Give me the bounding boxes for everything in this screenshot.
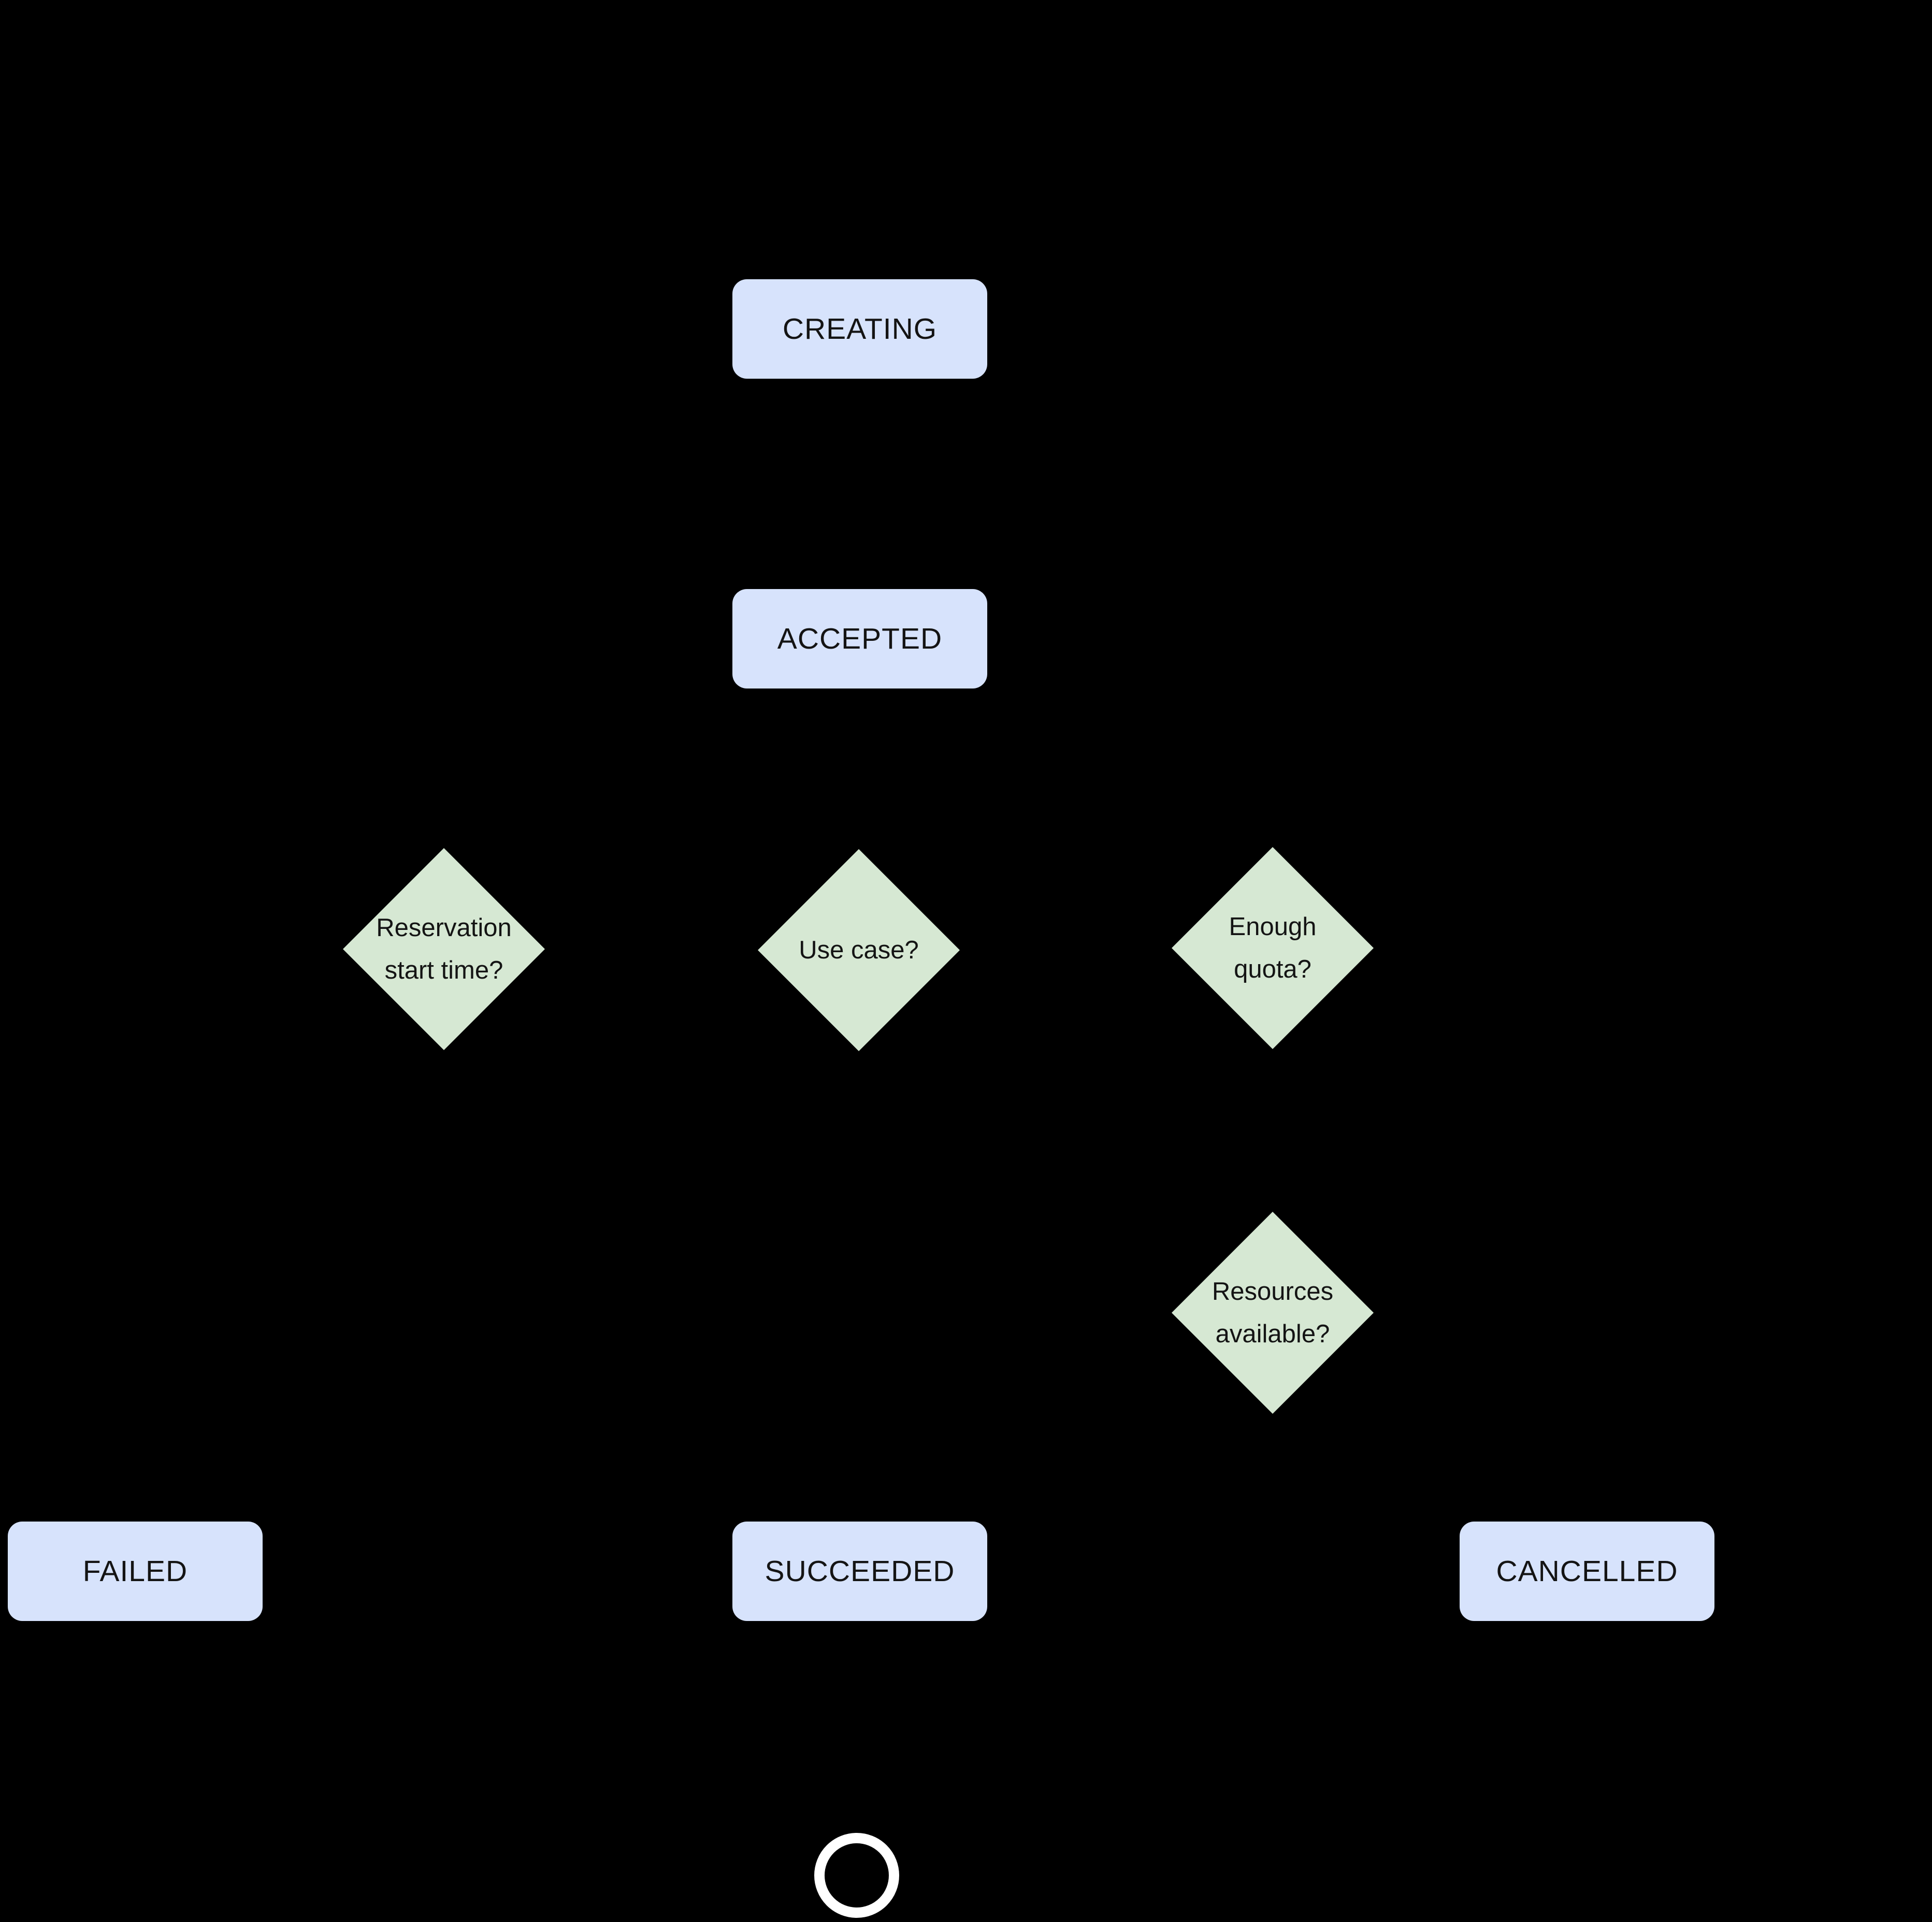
decision-label-line: Resources [1212, 1278, 1334, 1306]
decision-label-line: Enough [1229, 913, 1317, 941]
state-node-accepted: ACCEPTED [732, 589, 987, 689]
state-node-succeeded: SUCCEEDED [732, 1522, 987, 1621]
state-node-failed: FAILED [8, 1522, 263, 1621]
decision-label-line: available? [1215, 1320, 1330, 1348]
decision-label-line: Reservation [376, 914, 512, 942]
final-state-circle-icon [814, 1833, 899, 1918]
state-label-cancelled: CANCELLED [1496, 1555, 1678, 1588]
decision-node-enough-quota: Enough quota? [1172, 847, 1374, 1049]
decision-node-reservation-start-time: Reservation start time? [343, 848, 545, 1050]
decision-label-line: start time? [384, 956, 503, 984]
decision-label-line: Use case? [799, 936, 919, 964]
state-label-creating: CREATING [782, 312, 938, 346]
decision-node-resources-available: Resources available? [1172, 1212, 1374, 1414]
state-node-creating: CREATING [732, 279, 987, 379]
state-label-accepted: ACCEPTED [777, 622, 943, 655]
state-node-cancelled: CANCELLED [1460, 1522, 1714, 1621]
decision-node-use-case: Use case? [758, 849, 960, 1051]
state-label-failed: FAILED [82, 1555, 188, 1588]
decision-label-line: quota? [1234, 955, 1311, 983]
state-label-succeeded: SUCCEEDED [765, 1555, 955, 1588]
